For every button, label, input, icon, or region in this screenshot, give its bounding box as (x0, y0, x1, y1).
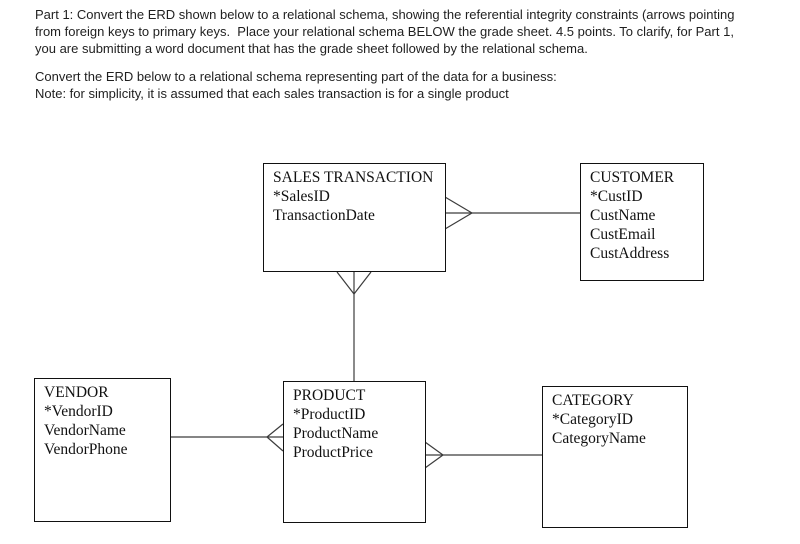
crow-foot-many-icon (336, 271, 372, 295)
entity-customer: CUSTOMER *CustID CustName CustEmail Cust… (580, 163, 704, 281)
instructions-line: you are submitting a word document that … (35, 41, 588, 56)
entity-attribute: CategoryName (552, 430, 646, 447)
entity-attribute: CustEmail (590, 226, 656, 243)
instructions-paragraph-2: Convert the ERD below to a relational sc… (35, 68, 557, 102)
instructions-line: Note: for simplicity, it is assumed that… (35, 86, 509, 101)
entity-product: PRODUCT *ProductID ProductName ProductPr… (283, 381, 426, 523)
entity-attribute: *VendorID (44, 403, 113, 420)
crow-foot-many-icon (444, 196, 473, 230)
crow-foot-many-icon (424, 441, 444, 469)
entity-attribute: CustName (590, 207, 656, 224)
entity-attribute: *CategoryID (552, 411, 633, 428)
entity-attribute: *CustID (590, 188, 643, 205)
entity-attribute: ProductName (293, 425, 379, 442)
entity-attribute: TransactionDate (273, 207, 375, 224)
entity-category: CATEGORY *CategoryID CategoryName (542, 386, 688, 528)
entity-attribute: *SalesID (273, 188, 330, 205)
entity-vendor: VENDOR *VendorID VendorName VendorPhone (34, 378, 171, 522)
instructions-line: from foreign keys to primary keys. Place… (35, 24, 734, 39)
entity-attribute: VendorPhone (44, 441, 128, 458)
entity-title: CATEGORY (552, 392, 634, 409)
entity-title: CUSTOMER (590, 169, 675, 186)
entity-attribute: CustAddress (590, 245, 670, 262)
entity-title: PRODUCT (293, 387, 366, 404)
instructions-paragraph-1: Part 1: Convert the ERD shown below to a… (35, 6, 734, 57)
instructions-line: Part 1: Convert the ERD shown below to a… (35, 7, 735, 22)
entity-attribute: ProductPrice (293, 444, 374, 461)
entity-title: VENDOR (44, 384, 109, 401)
entity-attribute: *ProductID (293, 406, 366, 423)
instructions-line: Convert the ERD below to a relational sc… (35, 69, 557, 84)
entity-title: SALES TRANSACTION (273, 169, 434, 186)
entity-sales-transaction: SALES TRANSACTION *SalesID TransactionDa… (263, 163, 446, 272)
entity-attribute: VendorName (44, 422, 126, 439)
crow-foot-many-icon (266, 423, 284, 452)
